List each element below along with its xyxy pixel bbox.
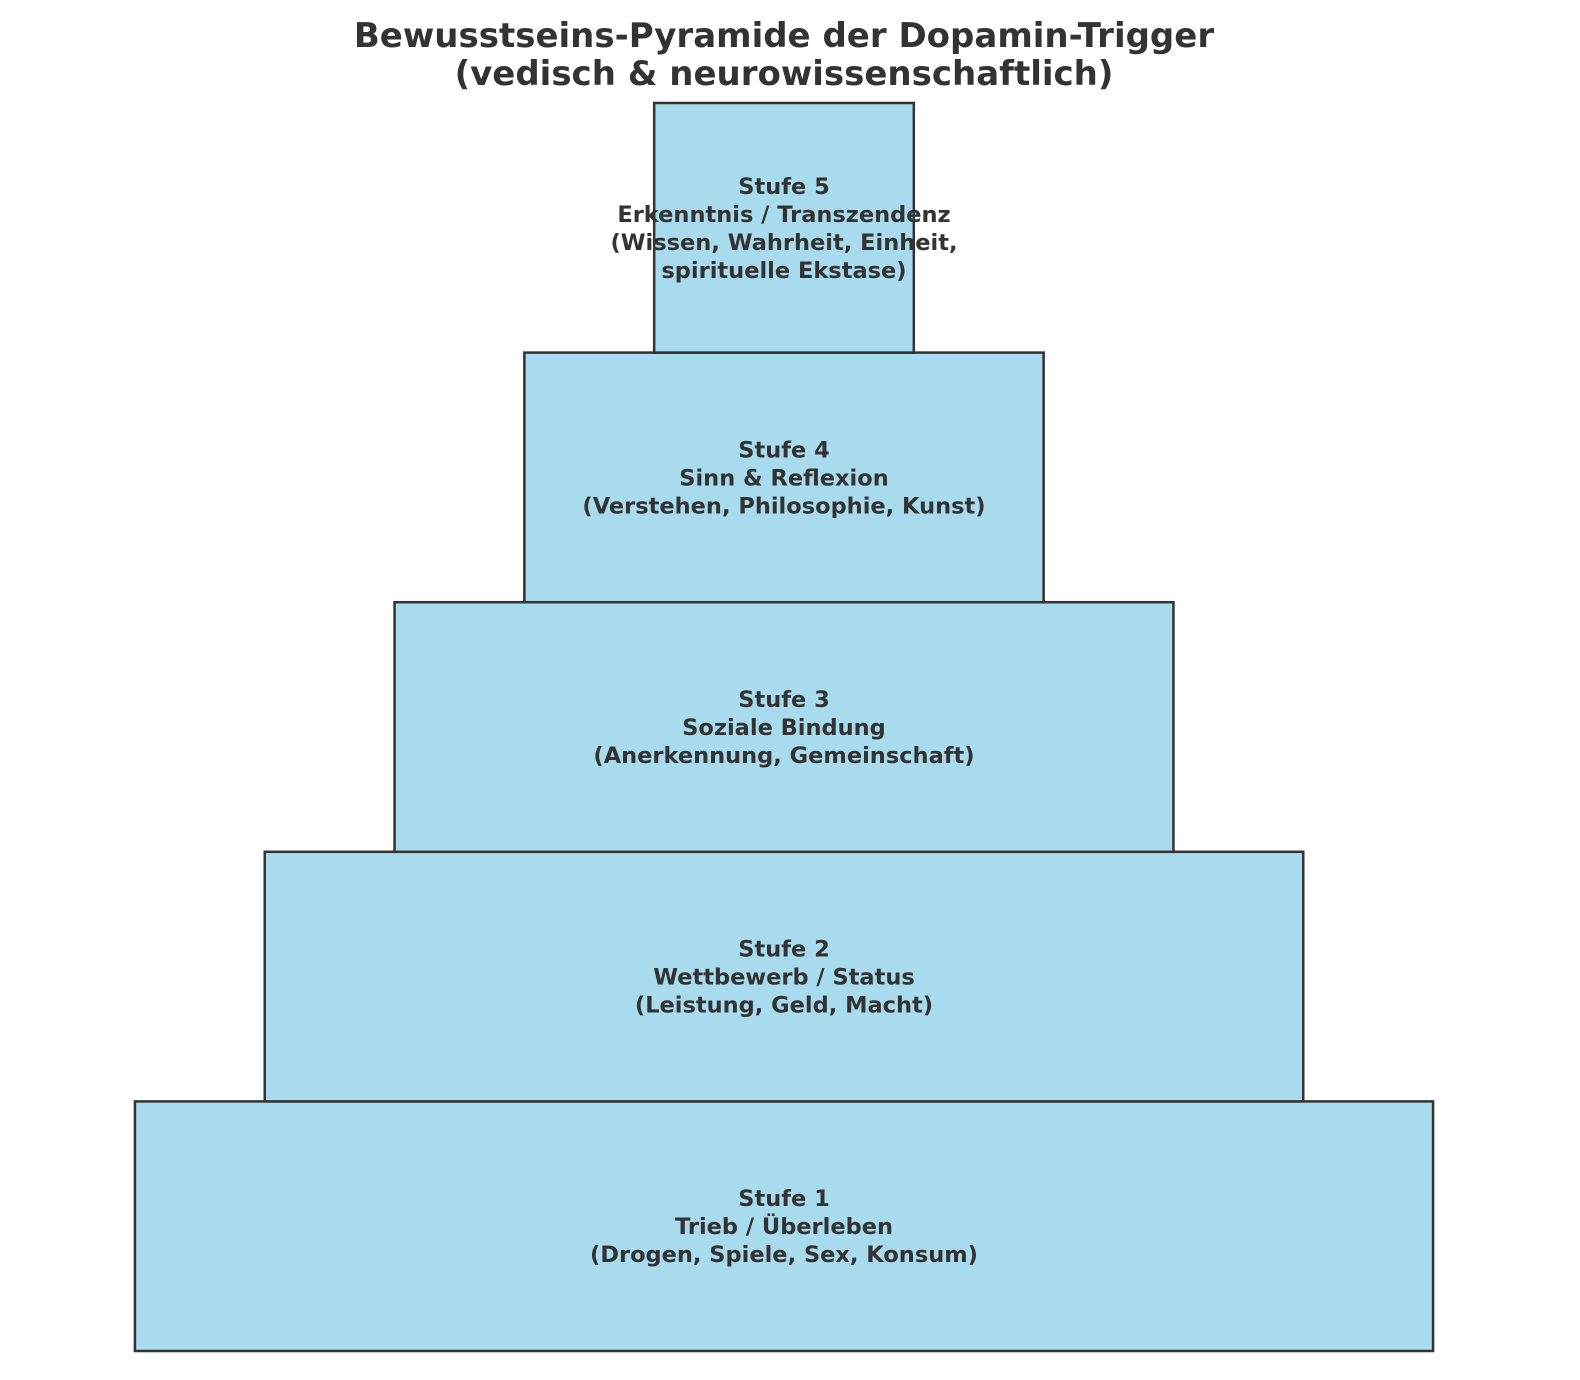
- level-4-label-line-1: Sinn & Reflexion: [679, 465, 888, 491]
- level-4-label-line-2: (Verstehen, Philosophie, Kunst): [582, 493, 985, 519]
- level-5-heading: Stufe 5: [738, 174, 830, 200]
- level-2-label-line-2: (Leistung, Geld, Macht): [635, 993, 933, 1019]
- level-5-label-line-3: spirituelle Ekstase): [661, 258, 906, 284]
- pyramid-level-1: [133, 1100, 1435, 1353]
- pyramid-level-2: [263, 850, 1305, 1103]
- pyramid-levels: [133, 101, 1435, 1353]
- chart-title-line-1: Bewusstseins-Pyramide der Dopamin-Trigge…: [354, 16, 1214, 56]
- level-2-heading: Stufe 2: [738, 937, 830, 963]
- level-1-label-line-1: Trieb / Überleben: [675, 1212, 893, 1240]
- level-4-heading: Stufe 4: [738, 437, 830, 463]
- level-5-label-line-2: (Wissen, Wahrheit, Einheit,: [610, 230, 957, 256]
- pyramid-level-5: [652, 101, 916, 354]
- chart-title-line-2: (vedisch & neurowissenschaftlich): [455, 54, 1114, 94]
- level-1-label-line-2: (Drogen, Spiele, Sex, Konsum): [590, 1242, 978, 1268]
- level-3-label-line-2: (Anerkennung, Gemeinschaft): [593, 743, 974, 769]
- level-1-heading: Stufe 1: [738, 1186, 830, 1212]
- pyramid-level-4: [523, 351, 1045, 604]
- chart-title: Bewusstseins-Pyramide der Dopamin-Trigge…: [354, 16, 1214, 94]
- level-2-label-line-1: Wettbewerb / Status: [653, 965, 915, 991]
- level-3-heading: Stufe 3: [738, 687, 830, 713]
- level-5-label-line-1: Erkenntnis / Transzendenz: [617, 202, 950, 228]
- level-3-label-line-1: Soziale Bindung: [682, 715, 886, 741]
